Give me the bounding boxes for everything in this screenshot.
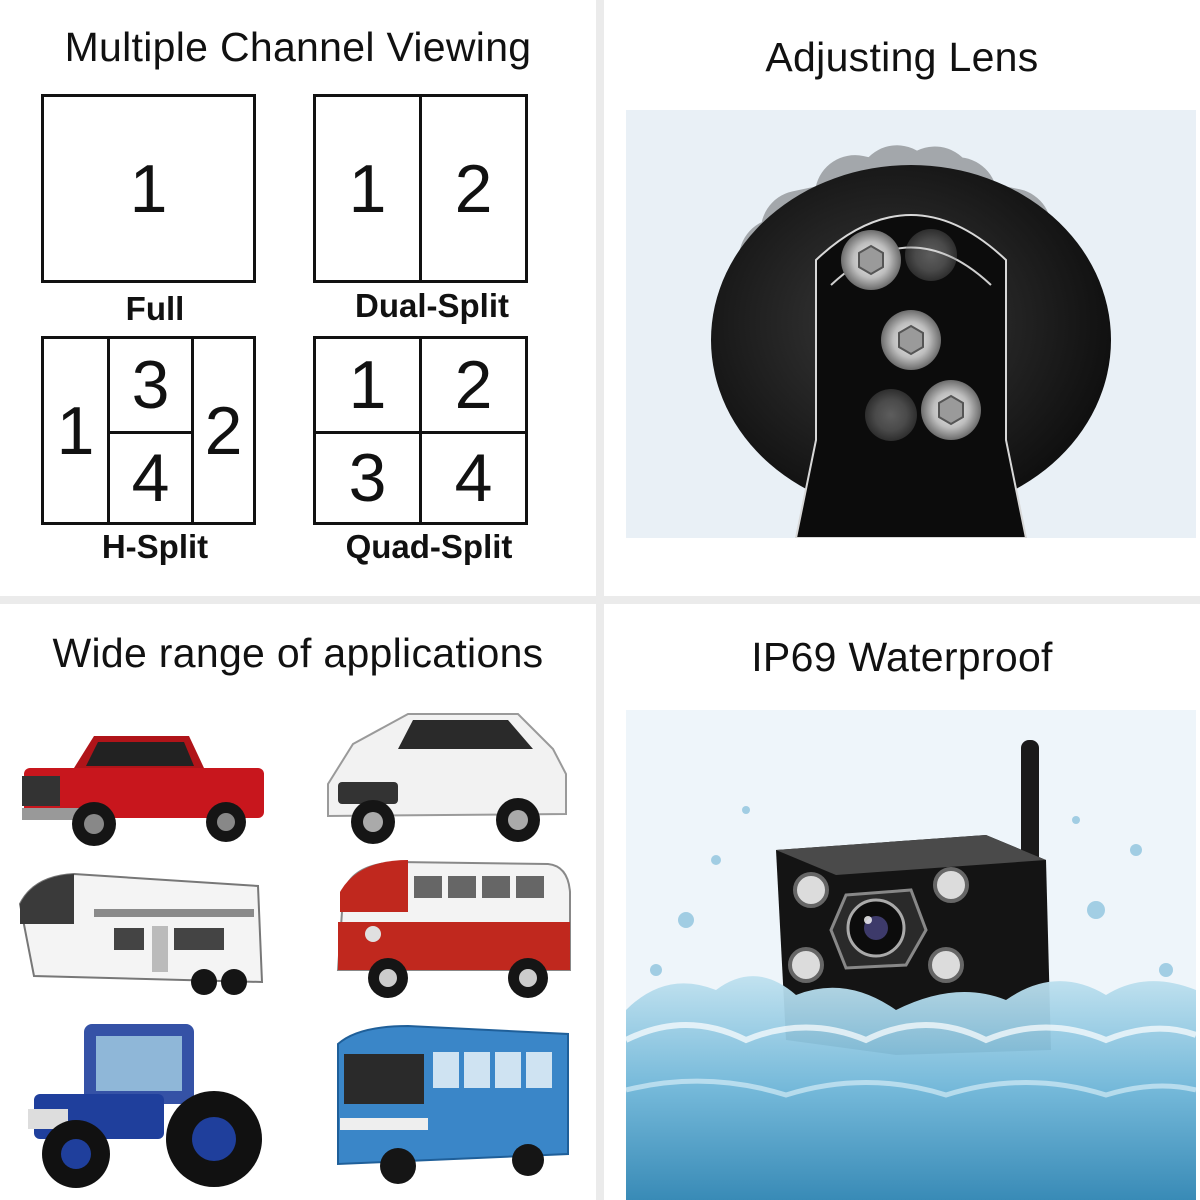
channel-cell: 2 [204, 392, 243, 469]
layout-full: 1 [41, 94, 256, 283]
layout-caption-dual-split: Dual-Split [355, 287, 509, 324]
rv-trailer-icon [18, 872, 264, 995]
bus-icon [337, 1024, 569, 1184]
pickup-truck-icon [22, 736, 264, 846]
waterproof-camera-photo [626, 710, 1196, 1200]
channel-cell: 2 [454, 150, 493, 227]
channel-cell: 3 [131, 347, 170, 423]
adjusting-lens-panel: Adjusting Lens [604, 0, 1200, 596]
channel-cell: 3 [348, 440, 387, 516]
layout-h-split: 1 3 4 2 [41, 336, 256, 525]
layout-quad-split: 1 2 3 4 [313, 336, 528, 525]
waterproof-panel: IP69 Waterproof [604, 604, 1200, 1200]
vintage-van-icon [336, 860, 571, 998]
split-divider [316, 431, 525, 434]
applications-panel: Wide range of applications [0, 604, 596, 1200]
channel-cell: 1 [348, 150, 387, 227]
channel-viewing-panel: Multiple Channel Viewing 1 Full 1 2 Dual… [0, 0, 596, 596]
split-divider [191, 339, 194, 522]
adjusting-lens-title: Adjusting Lens [765, 34, 1039, 80]
channel-cell: 2 [454, 347, 493, 423]
applications-title: Wide range of applications [52, 630, 544, 676]
camera-rotation-illustration [711, 145, 1111, 538]
bolt-icon [881, 310, 941, 370]
layout-caption-quad-split: Quad-Split [345, 528, 513, 565]
channel-cell: 1 [56, 392, 95, 469]
layout-caption-h-split: H-Split [101, 528, 209, 565]
layout-dual-split: 1 2 [313, 94, 528, 283]
bolt-icon [841, 230, 901, 290]
channel-cell: 4 [131, 440, 170, 516]
split-divider [110, 431, 191, 434]
channel-viewing-title: Multiple Channel Viewing [64, 24, 532, 70]
suv-icon [327, 713, 567, 844]
channel-cell: 1 [348, 347, 387, 423]
lens-adjustment-photo [626, 110, 1196, 538]
bolt-icon [921, 380, 981, 440]
tractor-icon [28, 1024, 262, 1188]
waterproof-title: IP69 Waterproof [751, 634, 1053, 680]
split-divider [419, 97, 422, 280]
split-divider [419, 339, 422, 522]
layout-caption-full: Full [125, 290, 185, 327]
channel-cell: 1 [129, 150, 168, 227]
split-divider [107, 339, 110, 522]
camera-splash-illustration [626, 740, 1196, 1200]
channel-cell: 4 [454, 440, 493, 516]
